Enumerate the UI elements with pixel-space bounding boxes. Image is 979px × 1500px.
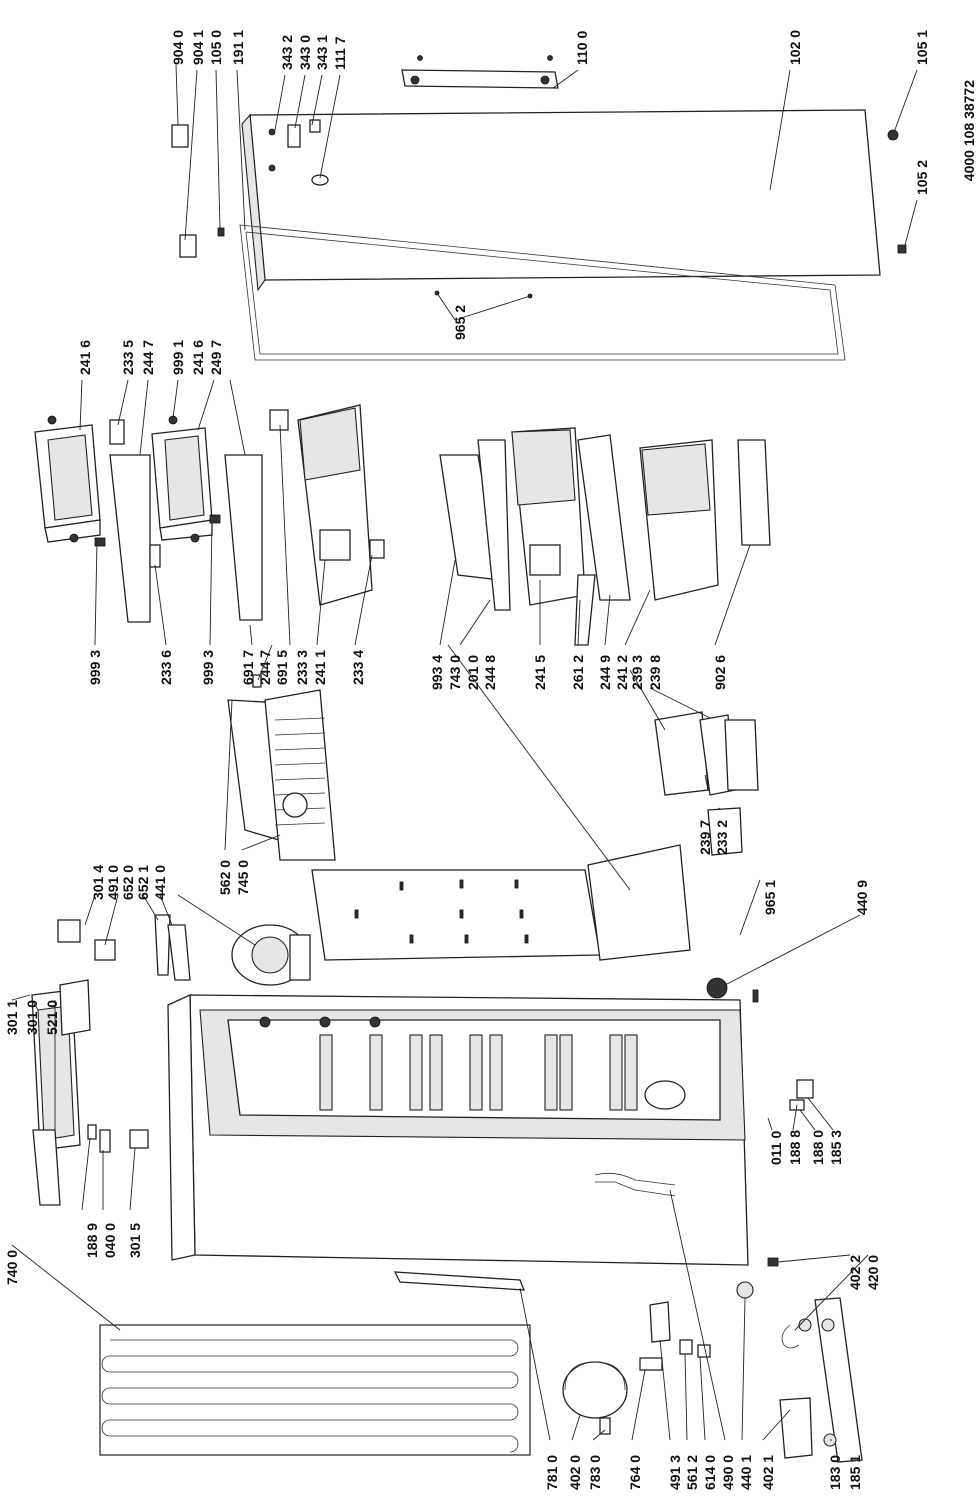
control-panel bbox=[31, 979, 149, 1206]
part-label: 999 3 bbox=[87, 650, 103, 685]
part-label: 040 0 bbox=[102, 1223, 118, 1258]
part-label: 188 8 bbox=[787, 1130, 803, 1165]
part-label: 233 5 bbox=[120, 340, 136, 375]
part-label: 185 3 bbox=[828, 1130, 844, 1165]
part-label: 233 2 bbox=[714, 820, 730, 855]
part-label: 105 1 bbox=[914, 30, 930, 65]
part-label: 965 1 bbox=[762, 880, 778, 915]
evaporator-assembly bbox=[227, 689, 336, 861]
part-label: 343 1 bbox=[314, 35, 330, 70]
part-label: 188 9 bbox=[84, 1223, 100, 1258]
part-label: 244 7 bbox=[140, 340, 156, 375]
part-label: 440 1 bbox=[738, 1455, 754, 1490]
part-label: 185 1 bbox=[847, 1455, 863, 1490]
part-label: 241 2 bbox=[614, 655, 630, 690]
part-label: 999 3 bbox=[200, 650, 216, 685]
part-label: 183 0 bbox=[827, 1455, 843, 1490]
part-label: 691 7 bbox=[240, 650, 256, 685]
part-label: 402 1 bbox=[760, 1455, 776, 1490]
part-label: 241 6 bbox=[190, 340, 206, 375]
part-label: 904 1 bbox=[190, 30, 206, 65]
part-label: 490 0 bbox=[720, 1455, 736, 1490]
part-label: 244 8 bbox=[482, 655, 498, 690]
drawing-number: 4000 108 38772 bbox=[961, 80, 977, 181]
part-label: 191 1 bbox=[230, 30, 246, 65]
door-shelves bbox=[34, 415, 263, 688]
part-label: 764 0 bbox=[627, 1455, 643, 1490]
part-label: 745 0 bbox=[235, 860, 251, 895]
part-label: 233 4 bbox=[350, 650, 366, 685]
part-label: 904 0 bbox=[170, 30, 186, 65]
hinge-bottom bbox=[179, 234, 197, 258]
part-label: 999 1 bbox=[170, 340, 186, 375]
compressor-assembly bbox=[562, 1079, 863, 1463]
part-label: 241 5 bbox=[532, 655, 548, 690]
part-label: 441 0 bbox=[152, 865, 168, 900]
compressor bbox=[562, 1361, 628, 1419]
part-label: 521 0 bbox=[44, 1000, 60, 1035]
part-label: 105 2 bbox=[914, 160, 930, 195]
door-assembly bbox=[171, 55, 907, 361]
part-label: 188 0 bbox=[810, 1130, 826, 1165]
part-label: 105 0 bbox=[208, 30, 224, 65]
part-label: 249 7 bbox=[208, 340, 224, 375]
part-label: 239 3 bbox=[629, 655, 645, 690]
leader-lines bbox=[11, 64, 918, 1441]
part-label: 102 0 bbox=[787, 30, 803, 65]
part-label: 239 7 bbox=[697, 820, 713, 855]
fan-assembly bbox=[57, 914, 311, 986]
freezer-drawers bbox=[269, 404, 771, 856]
part-label: 652 0 bbox=[120, 865, 136, 900]
part-label: 343 2 bbox=[279, 35, 295, 70]
part-label: 343 0 bbox=[297, 35, 313, 70]
part-label: 301 5 bbox=[127, 1223, 143, 1258]
part-label: 783 0 bbox=[587, 1455, 603, 1490]
part-label: 239 8 bbox=[647, 655, 663, 690]
part-label: 241 6 bbox=[77, 340, 93, 375]
part-label: 201 0 bbox=[465, 655, 481, 690]
part-label: 691 5 bbox=[274, 650, 290, 685]
part-label: 301 0 bbox=[24, 1000, 40, 1035]
part-label: 440 9 bbox=[854, 880, 870, 915]
door-panel bbox=[249, 109, 881, 281]
part-label: 491 0 bbox=[105, 865, 121, 900]
base-plate bbox=[814, 1297, 863, 1463]
part-label: 244 9 bbox=[597, 655, 613, 690]
part-label: 244 7 bbox=[257, 650, 273, 685]
part-label: 233 3 bbox=[294, 650, 310, 685]
part-label: 562 0 bbox=[217, 860, 233, 895]
part-label: 740 0 bbox=[4, 1250, 20, 1285]
part-label: 993 4 bbox=[429, 655, 445, 690]
part-label: 233 6 bbox=[158, 650, 174, 685]
part-label: 402 2 bbox=[847, 1255, 863, 1290]
part-label: 111 7 bbox=[332, 36, 348, 70]
part-label: 261 2 bbox=[570, 655, 586, 690]
part-label: 420 0 bbox=[865, 1255, 881, 1290]
part-label: 902 6 bbox=[712, 655, 728, 690]
door-gasket bbox=[239, 224, 846, 361]
part-label: 781 0 bbox=[544, 1455, 560, 1490]
part-label: 743 0 bbox=[447, 655, 463, 690]
part-label: 110 0 bbox=[574, 31, 590, 65]
part-label: 301 4 bbox=[90, 865, 106, 900]
part-label: 301 1 bbox=[4, 1000, 20, 1035]
part-label: 652 1 bbox=[135, 865, 151, 900]
hinge-top bbox=[171, 124, 189, 148]
part-label: 491 3 bbox=[667, 1455, 683, 1490]
part-label: 965 2 bbox=[452, 305, 468, 340]
part-label: 561 2 bbox=[684, 1455, 700, 1490]
door-handle bbox=[401, 69, 559, 89]
part-label: 011 0 bbox=[768, 1131, 784, 1165]
condenser bbox=[99, 1271, 531, 1456]
part-label: 614 0 bbox=[702, 1455, 718, 1490]
part-label: 402 0 bbox=[567, 1455, 583, 1490]
cabinet bbox=[167, 977, 759, 1266]
rear-panels bbox=[311, 844, 691, 961]
part-label: 241 1 bbox=[312, 650, 328, 685]
